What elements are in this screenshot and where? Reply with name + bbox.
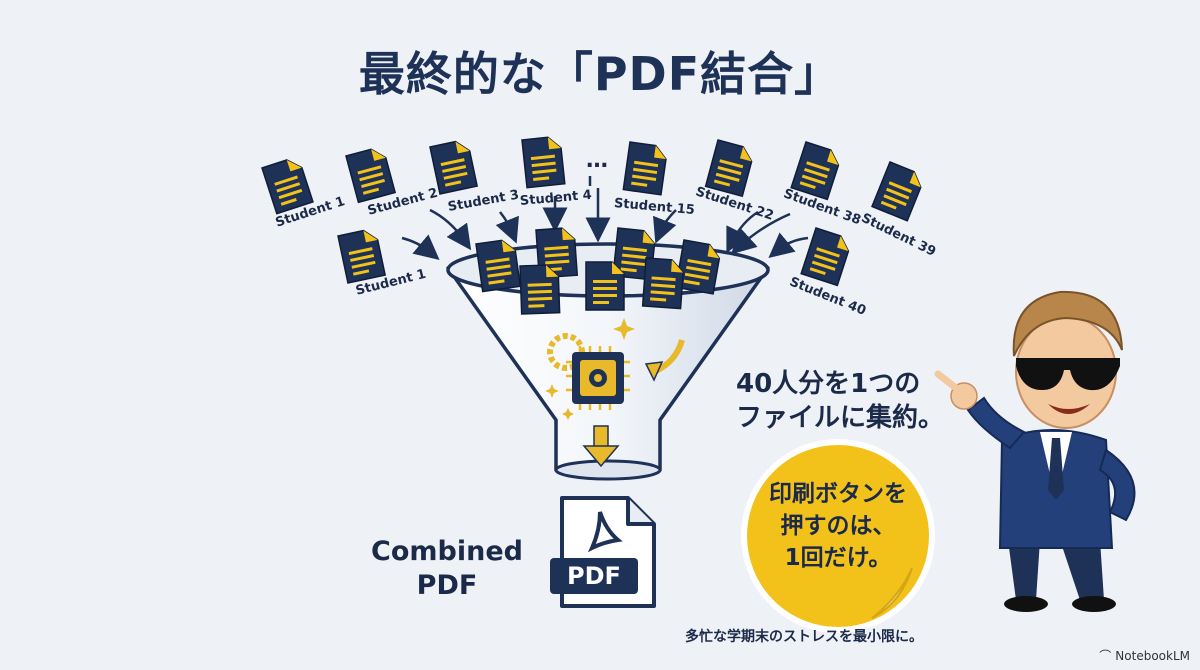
output-caption: Combined PDF	[352, 535, 542, 603]
brand-name: NotebookLM	[1115, 648, 1190, 663]
chip-icon	[547, 333, 630, 410]
arrow-icon	[401, 234, 440, 261]
document-icon	[704, 139, 756, 197]
document-icon	[521, 135, 566, 189]
notebooklm-logo-icon: ⌒	[1099, 649, 1112, 663]
output-caption-line1: Combined	[371, 536, 523, 567]
character-illustration	[934, 290, 1136, 612]
document-icon	[337, 227, 386, 284]
sticker-badge	[741, 439, 935, 633]
page-title: 最終的な「PDF結合」	[358, 47, 842, 101]
sticker-line3: 1回だけ。	[784, 545, 892, 571]
document-icon	[429, 138, 478, 195]
sticker-text: 印刷ボタンを 押すのは、 1回だけ。	[748, 478, 928, 574]
summary-line1: 40人分を1つの	[736, 369, 921, 399]
document-icon	[871, 161, 926, 222]
pdf-file-icon	[550, 496, 656, 608]
document-icon	[345, 145, 396, 204]
sparkle-icon	[545, 318, 635, 420]
summary-message: 40人分を1つの ファイルに集約。	[736, 367, 944, 435]
document-icon	[622, 141, 669, 196]
sticker-line2: 押すのは、	[780, 513, 896, 539]
summary-line2: ファイルに集約。	[736, 403, 945, 433]
ellipsis: …	[586, 148, 608, 173]
brand-watermark: ⌒ NotebookLM	[1099, 647, 1190, 664]
output-caption-line2: PDF	[416, 570, 478, 601]
footer-note: 多忙な学期末のストレスを最小限に。	[685, 629, 923, 645]
pdf-badge: PDF	[567, 562, 621, 590]
sticker-line1: 印刷ボタンを	[769, 481, 907, 507]
document-icon	[800, 227, 853, 287]
down-arrow-icon	[582, 425, 620, 468]
